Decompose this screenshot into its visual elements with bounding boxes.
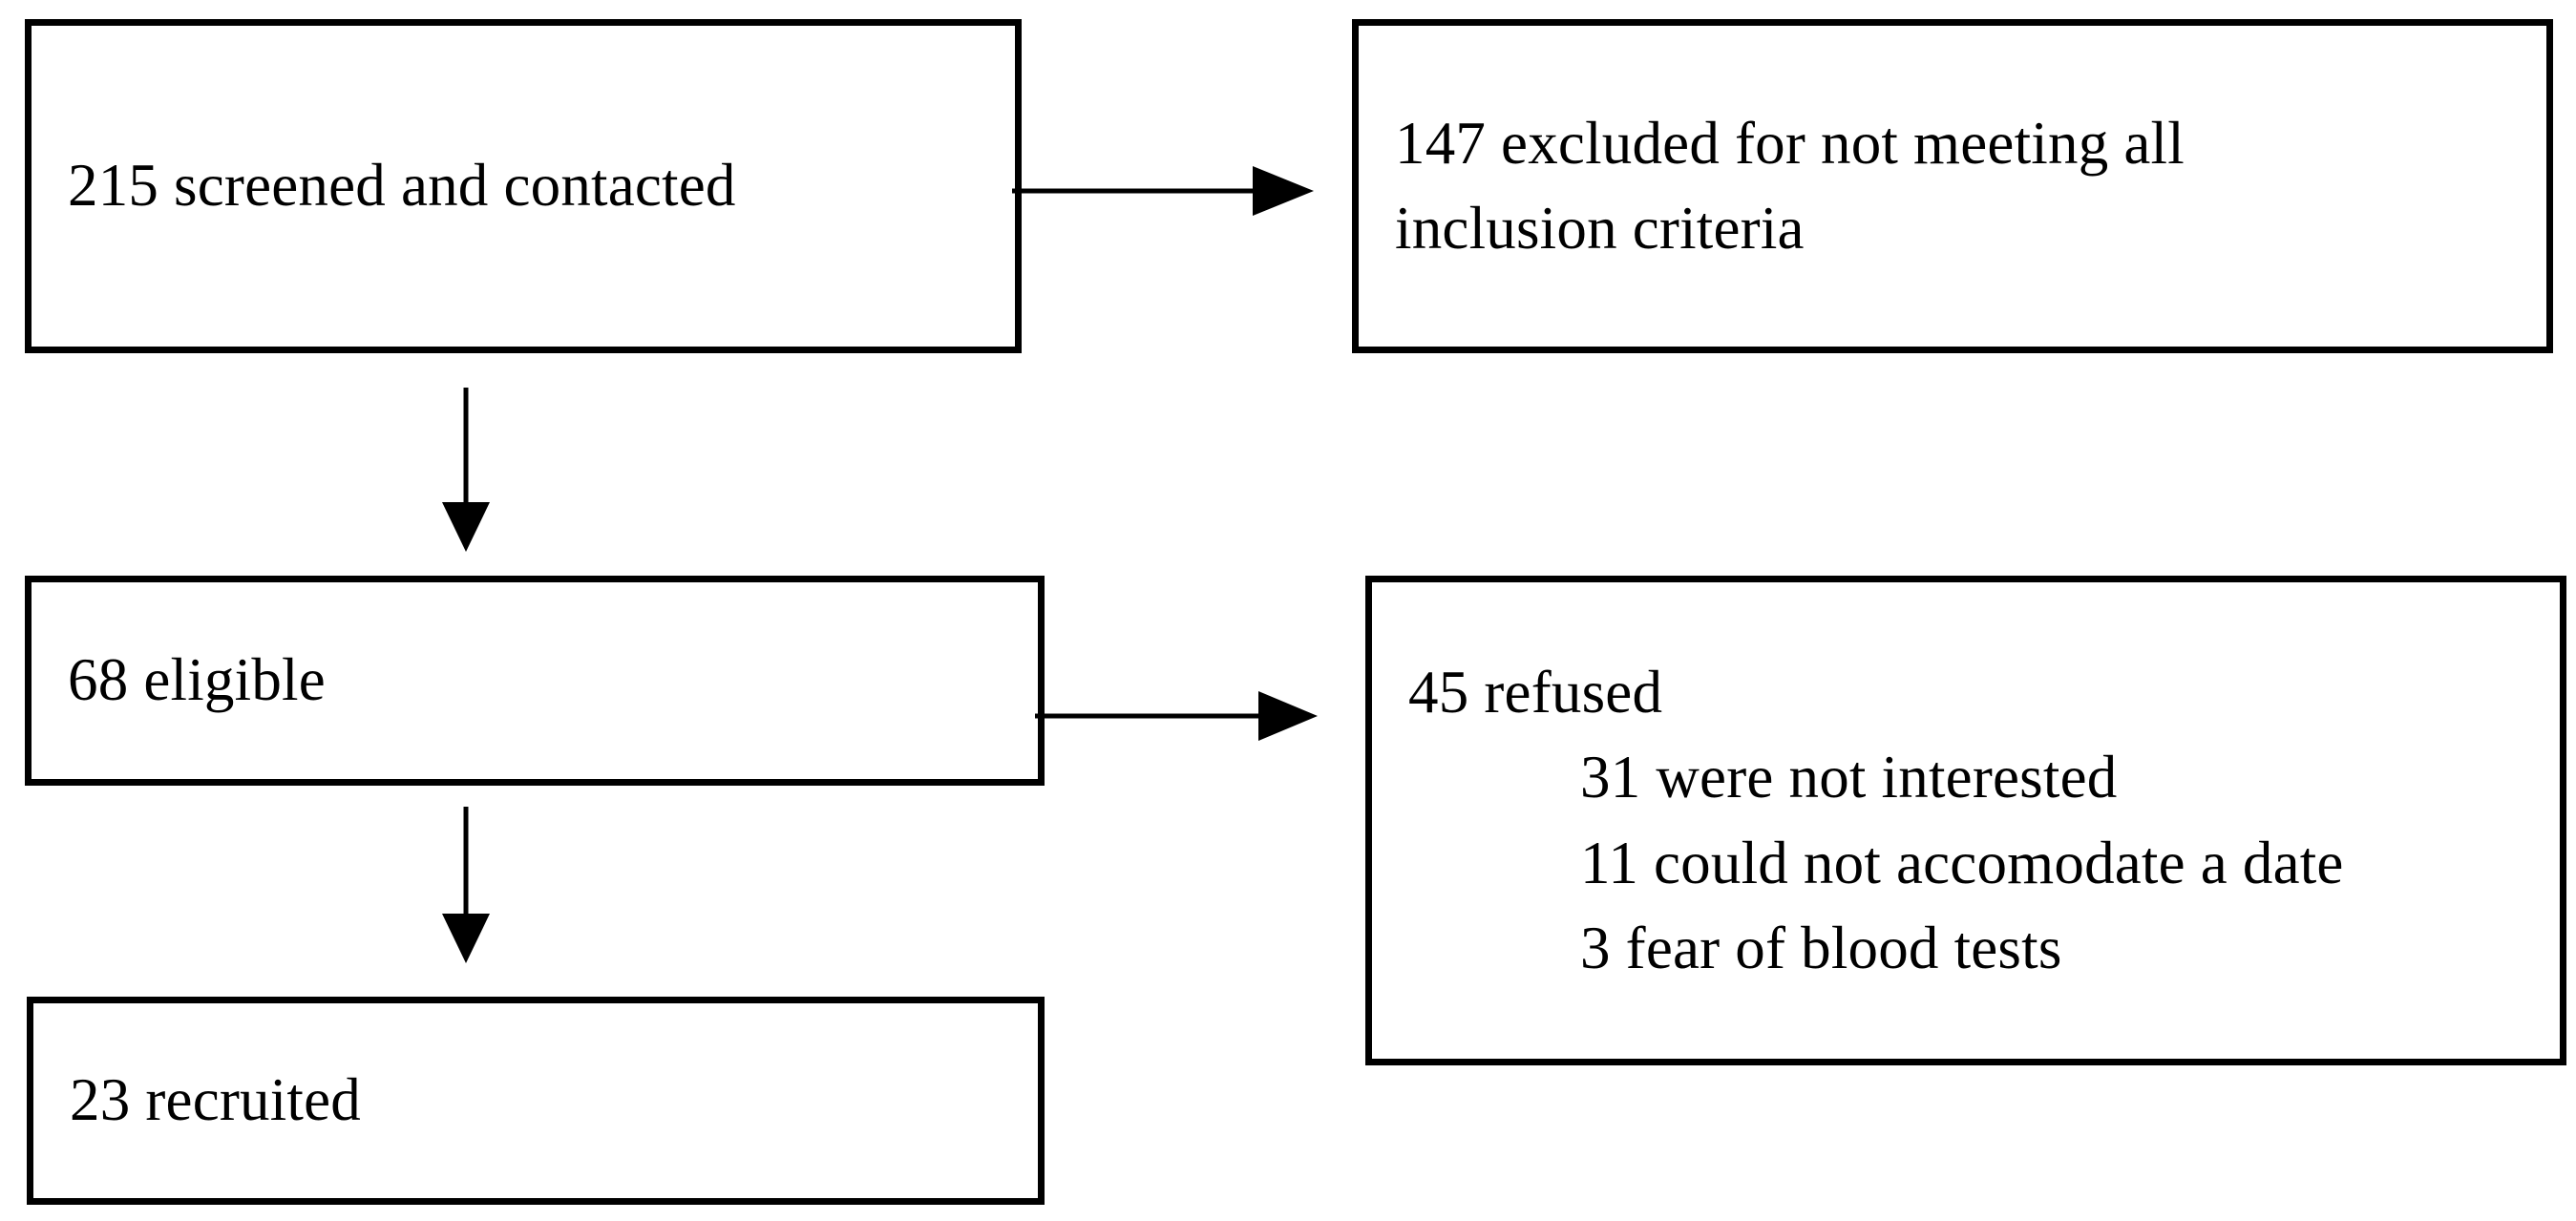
excluded-box: 147 excluded for not meeting all inclusi… [1352,19,2553,353]
refused-reason-fear-blood-tests: 3 fear of blood tests [1580,914,2062,981]
screened-and-contacted-box: 215 screened and contacted [25,19,1022,353]
eligible-box: 68 eligible [25,576,1045,786]
arrow-screened-to-excluded [1012,153,1327,229]
excluded-line-1: 147 excluded for not meeting all [1395,109,2185,177]
excluded-line-2: inclusion criteria [1395,195,1805,262]
refused-reason-not-interested: 31 were not interested [1580,744,2118,811]
arrow-eligible-to-recruited [430,807,506,971]
recruited-box: 23 recruited [27,997,1045,1205]
arrow-eligible-to-refused [1035,678,1331,754]
refused-heading: 45 refused [1408,658,1663,726]
refused-reason-no-date: 11 could not accomodate a date [1580,829,2344,896]
arrow-screened-to-eligible [430,388,506,559]
screened-and-contacted-label: 215 screened and contacted [68,152,736,220]
eligible-label: 68 eligible [68,646,326,714]
refused-box: 45 refused 31 were not interested 11 cou… [1365,576,2566,1065]
recruited-label: 23 recruited [70,1066,362,1134]
